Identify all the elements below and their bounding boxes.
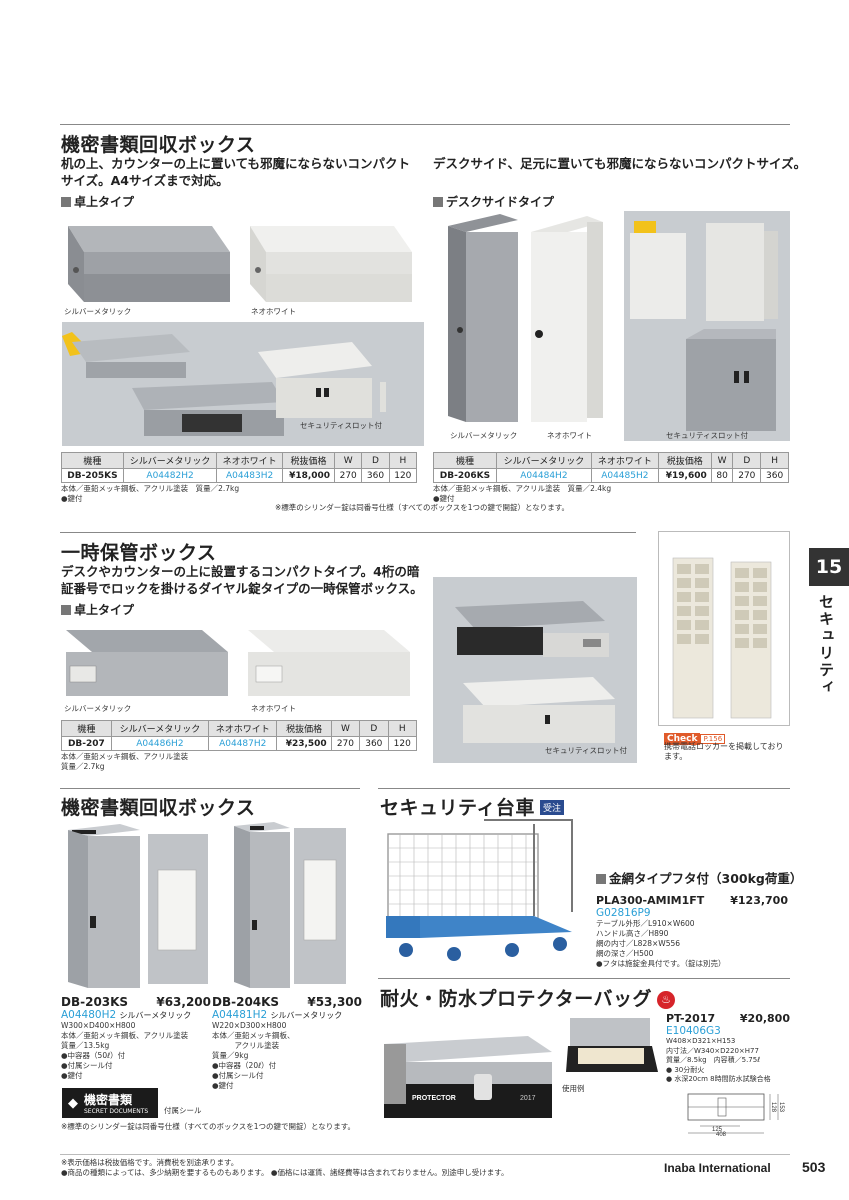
section-title-1: 機密書類回収ボックス [61,134,256,156]
sticker-sample: ◆ 機密書類 SECRET DOCUMENTS [62,1088,158,1118]
cylinder-note-2: ※標準のシリンダー錠は同番号仕様（すべてのボックスを1つの鍵で開錠）となります。 [61,1122,356,1131]
spec-table-db206ks: 機種 シルバーメタリック ネオホワイト 税抜価格 W D H DB-206KS … [433,452,789,483]
product-pt2017: PT-2017 ¥20,800 E10406G3 W408×D321×H153 … [666,1012,790,1083]
section-desc-left: 机の上、カウンターの上に置いても邪魔にならないコンパクト サイズ。A4サイズまで… [61,156,411,188]
spec-table-db205ks: 機種 シルバーメタリック ネオホワイト 税抜価格 W D H DB-205KS … [61,452,418,483]
photo-protector-bag: PROTECTOR 2017 [378,1016,556,1128]
model-name: PLA300-AMIM1FT [596,894,705,907]
photo-protector-open [562,1012,660,1080]
caption-slot-3: セキュリティスロット付 [545,746,628,755]
caption-slot2: セキュリティスロット付 [666,431,749,440]
photo-db206ks-detail [624,211,790,441]
check-label: Check [664,733,701,745]
caption-slot: セキュリティスロット付 [300,421,383,430]
dim-h2: 153 [778,1102,784,1113]
model-name: DB-203KS [61,995,129,1009]
section-title-5: 耐火・防水プロテクターバッグ ♨ [380,984,676,1011]
order-badge: 受注 [539,800,564,815]
subhead-desktop-2: 卓上タイプ [61,601,134,618]
fireproof-icon: ♨ [657,991,676,1009]
section-desc-right: デスクサイド、足元に置いても邪魔にならないコンパクトサイズ。 [433,156,807,171]
photo-db207-white [244,622,414,700]
price: ¥53,300 [307,995,362,1009]
dim-h1: 128 [770,1102,776,1113]
section-rule-5 [378,978,790,979]
caption-silver: シルバーメタリック [64,307,132,316]
section-desc-2: デスクやカウンターの上に設置するコンパクトタイプ。4桁の暗 証番号でロックを掛け… [61,564,423,596]
price: ¥63,200 [156,995,211,1009]
photo-db205ks-white [244,212,414,306]
section-title-3: 機密書類回収ボックス [61,797,256,819]
caption-white: ネオホワイト [251,307,296,316]
footer-rule [60,1154,790,1155]
product-db204ks: DB-204KS ¥53,300 A04481H2 シルバーメタリック W220… [212,995,362,1090]
check-text: 携帯電話ロッカーを掲載しており ます。 [664,742,784,761]
section-title-2: 一時保管ボックス [61,542,217,564]
bag-brand-text: PROTECTOR [412,1095,456,1102]
product-code-link[interactable]: A04480H2 [61,1009,117,1021]
subhead-cart: 金網タイプフタ付（300kg荷重） [596,868,802,887]
spec-note-3: 本体／亜鉛メッキ鋼板、アクリル塗装 質量／2.7kg [61,752,189,771]
chapter-tab-number[interactable]: 15 [809,548,849,586]
photo-db204ks [228,820,366,992]
product-code-link[interactable]: A04485H2 [590,468,659,483]
photo-db203ks [62,820,212,992]
check-page-link[interactable]: P.156 [700,734,726,744]
section-rule-3 [60,788,360,789]
product-code-link[interactable]: A04487H2 [208,736,278,751]
dim-w2: 408 [716,1132,727,1136]
footer-brand: Inaba International [664,1161,771,1175]
product-code-link[interactable]: A04482H2 [122,468,218,483]
usage-caption: 使用例 [562,1084,585,1093]
dimension-drawing: 125 408 128 153 [680,1088,790,1138]
chapter-tab-label: セキュリティ [817,594,835,696]
subhead-deskside: デスクサイドタイプ [433,193,554,210]
photo-db207-detail [433,577,637,763]
footer-notes: ※表示価格は税抜価格です。消費税を別途承ります。 ●商品の種類によっては、多少納… [61,1158,509,1177]
subhead-desktop: 卓上タイプ [61,193,134,210]
sticker-caption: 付属シール [164,1106,202,1115]
photo-phone-locker [658,531,790,726]
photo-db207-silver [62,622,232,700]
table-row: DB-207 A04486H2 A04487H2 ¥23,500 270 360… [61,736,418,751]
caption-silver2: シルバーメタリック [450,431,518,440]
cylinder-note-1: ※標準のシリンダー錠は同番号仕様（すべてのボックスを1つの鍵で開錠）となります。 [275,503,570,512]
photo-db206ks-silver [446,210,522,428]
photo-db206ks-white [527,210,607,428]
section-title-4: セキュリティ台車 受注 [380,793,564,820]
product-pla300: PLA300-AMIM1FT ¥123,700 G02816P9 テーブル外形／… [596,894,788,968]
spec-note-left: 本体／亜鉛メッキ鋼板、アクリル塗装 質量／2.7kg ●鍵付 [61,484,240,503]
photo-security-cart [384,816,580,966]
price: ¥20,800 [739,1012,790,1025]
spec-table-db207: 機種 シルバーメタリック ネオホワイト 税抜価格 W D H DB-207 A0… [61,720,418,751]
product-code-link[interactable]: A04483H2 [216,468,283,483]
section-rule-1 [60,124,790,125]
lock-icon: ◆ [68,1095,78,1111]
product-code-link[interactable]: A04484H2 [495,468,592,483]
spec-note-right: 本体／亜鉛メッキ鋼板、アクリル塗装 質量／2.4kg ●鍵付 [433,484,612,503]
product-code-link[interactable]: A04481H2 [212,1009,268,1021]
model-name: DB-204KS [212,995,280,1009]
caption-white2: ネオホワイト [547,431,592,440]
product-code-link[interactable]: A04486H2 [110,736,210,751]
product-db203ks: DB-203KS ¥63,200 A04480H2 シルバーメタリック W300… [61,995,211,1080]
product-code-link[interactable]: G02816P9 [596,907,651,919]
price: ¥123,700 [730,894,788,907]
section-rule-2 [60,532,636,533]
dim-w1: 125 [712,1127,723,1133]
model-name: PT-2017 [666,1012,716,1025]
page-number: 503 [802,1159,826,1175]
photo-db205ks-silver [62,212,232,306]
caption-silver-3: シルバーメタリック [64,704,132,713]
product-code-link[interactable]: E10406G3 [666,1025,721,1037]
bag-model-text: 2017 [520,1095,536,1102]
caption-white-3: ネオホワイト [251,704,296,713]
section-rule-4 [378,788,790,789]
table-row: DB-206KS A04484H2 A04485H2 ¥19,600 80 27… [433,468,789,483]
photo-db205ks-detail [62,322,424,446]
table-row: DB-205KS A04482H2 A04483H2 ¥18,000 270 3… [61,468,418,483]
